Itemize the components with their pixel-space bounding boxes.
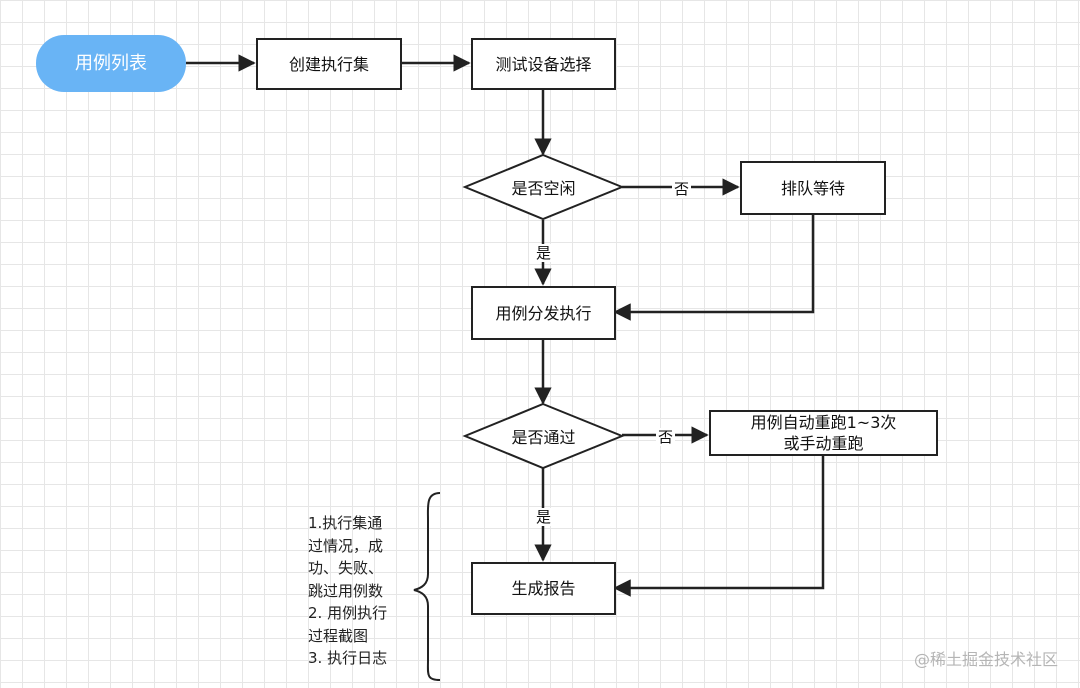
queue-wait-node: 排队等待 <box>740 161 886 215</box>
case-list-node: 用例列表 <box>36 35 186 92</box>
pass-yes-label: 是 <box>534 508 554 526</box>
pass-no-label: 否 <box>656 428 676 446</box>
note-brace <box>413 492 441 681</box>
report-label: 生成报告 <box>511 579 576 598</box>
note-line: 过程截图 <box>308 626 369 645</box>
note-line: 跳过用例数 <box>308 581 384 600</box>
create-set-node: 创建执行集 <box>256 38 402 90</box>
rerun-label-line2: 或手动重跑 <box>783 434 864 453</box>
idle-no-label: 否 <box>672 180 692 198</box>
note-line: 1.执行集通 <box>308 514 383 532</box>
device-select-node: 测试设备选择 <box>471 38 616 90</box>
report-node: 生成报告 <box>471 562 616 615</box>
rerun-label-line1: 用例自动重跑1~3次 <box>750 413 897 432</box>
report-contents-note: 1.执行集通 过情况，成 功、失败、 跳过用例数 2. 用例执行 过程截图 3.… <box>308 512 387 670</box>
edge-rerun-to-report <box>613 456 825 597</box>
create-set-label: 创建执行集 <box>288 54 369 74</box>
note-line: 功、失败、 <box>308 559 384 577</box>
idle-check-label: 是否空闲 <box>511 179 576 198</box>
device-select-label: 测试设备选择 <box>495 54 592 74</box>
pass-check-label: 是否通过 <box>511 428 576 447</box>
dispatch-node: 用例分发执行 <box>471 286 616 340</box>
queue-wait-label: 排队等待 <box>780 178 845 198</box>
note-line: 2. 用例执行 <box>308 604 388 622</box>
note-line: 过情况，成 <box>308 536 384 555</box>
edge-queue-to-dispatch <box>613 215 815 321</box>
rerun-node: 用例自动重跑1~3次 或手动重跑 <box>709 410 938 456</box>
pass-check-diamond <box>462 402 625 470</box>
case-list-label: 用例列表 <box>75 53 147 74</box>
dispatch-label: 用例分发执行 <box>495 303 592 323</box>
watermark: @稀土掘金技术社区 <box>913 650 1058 669</box>
idle-check-diamond <box>462 153 625 221</box>
note-line: 3. 执行日志 <box>308 649 388 667</box>
idle-yes-label: 是 <box>534 244 554 262</box>
